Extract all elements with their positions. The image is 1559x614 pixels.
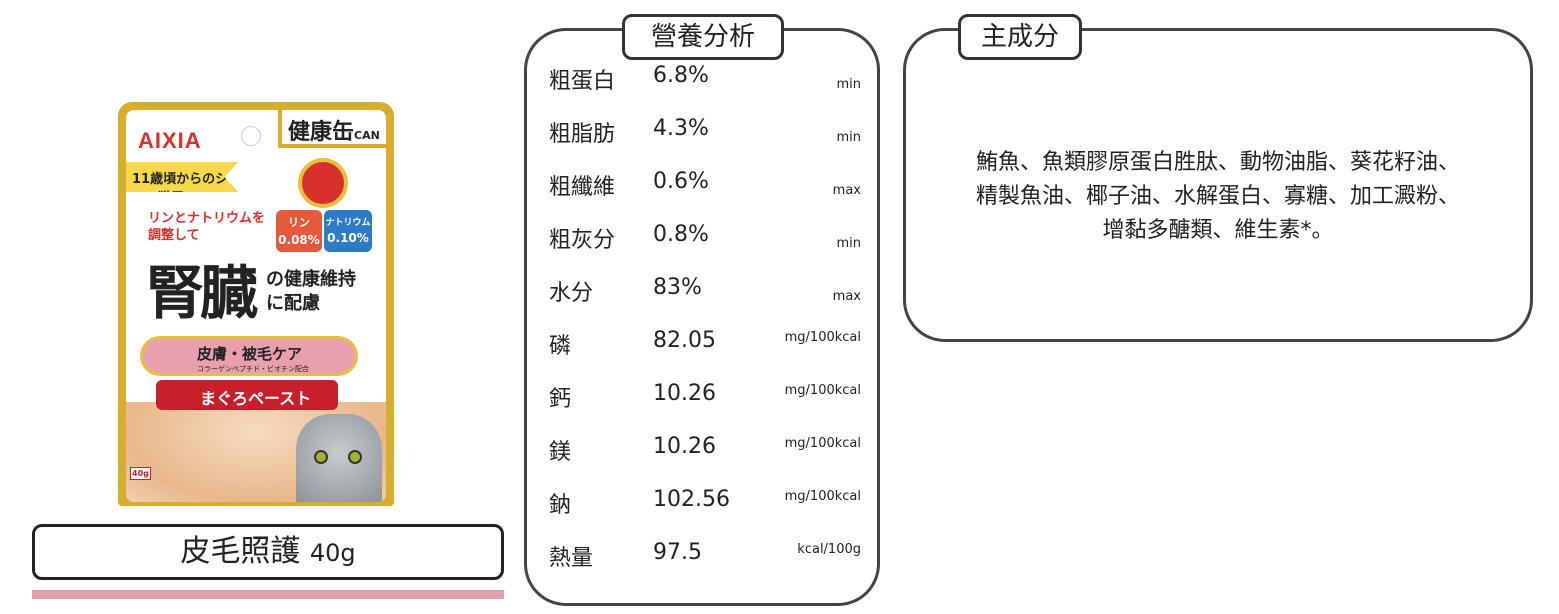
care-subtext: コラーゲンペプチド・ビオチン配合 bbox=[197, 365, 309, 373]
care-text: 皮膚・被毛ケア bbox=[197, 345, 303, 363]
phosphorus-badge: リン 0.08% bbox=[276, 210, 322, 252]
series-suffix: CAN bbox=[354, 129, 380, 142]
nutrient-label: 粗脂肪 bbox=[549, 122, 616, 147]
care-banner: 皮膚・被毛ケアコラーゲンペプチド・ビオチン配合 bbox=[140, 336, 358, 376]
flavor-banner: まぐろペースト bbox=[156, 380, 338, 410]
nutrient-value: 6.8% bbox=[653, 63, 709, 88]
nutrient-value: 102.56 bbox=[653, 487, 730, 512]
nutrition-row: 鈉 102.56 mg/100kcal bbox=[527, 487, 881, 527]
series-label: 健康缶CAN bbox=[278, 110, 386, 148]
headline-side-1: の健康維持 bbox=[266, 269, 356, 290]
product-name-box: 皮毛照護 40g bbox=[32, 524, 504, 580]
nutrient-value: 0.8% bbox=[653, 222, 709, 247]
nutrient-unit: kcal/100g bbox=[797, 542, 861, 557]
nutrition-row: 水分 83% max bbox=[527, 275, 881, 315]
nutrition-row: 鎂 10.26 mg/100kcal bbox=[527, 434, 881, 474]
nutrient-label: 磷 bbox=[549, 334, 572, 359]
ingredients-line: 增黏多醣類、維生素*。 bbox=[1102, 218, 1334, 243]
nutrition-title: 營養分析 bbox=[622, 14, 784, 60]
nutrition-row: 粗蛋白 6.8% min bbox=[527, 63, 881, 103]
ingredients-panel bbox=[903, 28, 1533, 342]
nutrient-unit: mg/100kcal bbox=[784, 489, 861, 504]
age-badge: 11歳頃からのシニア猫用 bbox=[126, 162, 238, 192]
nutrient-unit: max bbox=[832, 183, 861, 198]
nutrition-row: 粗灰分 0.8% min bbox=[527, 222, 881, 262]
nutrient-value: 4.3% bbox=[653, 116, 709, 141]
nutrient-unit: min bbox=[836, 130, 861, 145]
ingredients-title: 主成分 bbox=[958, 14, 1082, 60]
series-name: 健康缶 bbox=[288, 120, 355, 145]
nutrient-unit: mg/100kcal bbox=[784, 330, 861, 345]
product-name: 皮毛照護 bbox=[180, 534, 301, 569]
nutrient-unit: mg/100kcal bbox=[784, 436, 861, 451]
nutrient-label: 鈣 bbox=[549, 387, 572, 412]
headline: 腎臓 bbox=[146, 259, 258, 327]
nutrition-row: 熱量 97.5 kcal/100g bbox=[527, 540, 881, 580]
kidney-icon bbox=[298, 158, 348, 208]
na-value: 0.10% bbox=[327, 231, 369, 245]
headline-side-2: に配慮 bbox=[266, 293, 320, 314]
headline-side: の健康維持に配慮 bbox=[266, 268, 356, 316]
nutrient-value: 83% bbox=[653, 275, 702, 300]
nutrient-unit: min bbox=[836, 236, 861, 251]
rin-value: 0.08% bbox=[278, 233, 320, 247]
nutrient-label: 鈉 bbox=[549, 493, 572, 518]
nutrition-row: 粗脂肪 4.3% min bbox=[527, 116, 881, 156]
product-image: AIXIA 健康缶CAN 11歳頃からのシニア猫用 リン 0.08% ナトリウム 0… bbox=[118, 102, 394, 506]
ingredients-text: 鮪魚、魚類膠原蛋白胜肽、動物油脂、葵花籽油、 精製魚油、椰子油、水解蛋白、寡糖、… bbox=[905, 146, 1531, 248]
tagline: リンとナトリウムを調整して bbox=[148, 211, 266, 243]
nutrient-value: 10.26 bbox=[653, 434, 716, 459]
nutrient-label: 粗灰分 bbox=[549, 228, 616, 253]
nutrient-label: 熱量 bbox=[549, 546, 594, 571]
nutrient-label: 粗纖維 bbox=[549, 175, 616, 200]
nutrient-label: 粗蛋白 bbox=[549, 69, 616, 94]
nutrition-row: 磷 82.05 mg/100kcal bbox=[527, 328, 881, 368]
brand-logo: AIXIA bbox=[138, 128, 202, 153]
cat-image bbox=[296, 414, 382, 502]
rin-label: リン bbox=[288, 216, 310, 229]
nutrient-unit: max bbox=[832, 289, 861, 304]
nutrient-unit: mg/100kcal bbox=[784, 383, 861, 398]
nutrient-value: 0.6% bbox=[653, 169, 709, 194]
hang-hole bbox=[241, 126, 261, 146]
nutrition-row: 鈣 10.26 mg/100kcal bbox=[527, 381, 881, 421]
sodium-badge: ナトリウム 0.10% bbox=[324, 210, 372, 252]
product-weight: 40g bbox=[309, 539, 356, 567]
nutrition-row: 粗纖維 0.6% max bbox=[527, 169, 881, 209]
na-label: ナトリウム bbox=[325, 218, 371, 228]
nutrient-value: 10.26 bbox=[653, 381, 716, 406]
nutrient-label: 鎂 bbox=[549, 440, 572, 465]
nutrient-value: 82.05 bbox=[653, 328, 716, 353]
weight-badge: 40g bbox=[130, 467, 151, 480]
accent-bar bbox=[32, 590, 504, 599]
nutrient-label: 水分 bbox=[549, 281, 594, 306]
ingredients-line: 精製魚油、椰子油、水解蛋白、寡糖、加工澱粉、 bbox=[975, 184, 1460, 209]
nutrient-unit: min bbox=[836, 77, 861, 92]
nutrient-value: 97.5 bbox=[653, 540, 702, 565]
ingredients-line: 鮪魚、魚類膠原蛋白胜肽、動物油脂、葵花籽油、 bbox=[975, 150, 1460, 175]
nutrition-panel: 粗蛋白 6.8% min 粗脂肪 4.3% min 粗纖維 0.6% max 粗灰分 0.8% min… bbox=[524, 28, 880, 606]
